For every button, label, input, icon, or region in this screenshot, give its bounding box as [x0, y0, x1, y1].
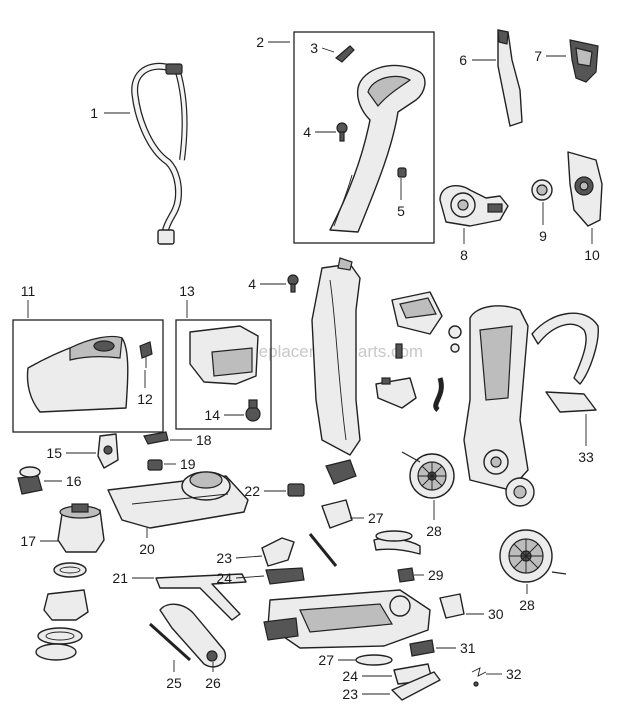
callout-26: 26 — [205, 675, 221, 691]
part-12-plug — [139, 341, 153, 368]
callout-32: 32 — [506, 666, 522, 682]
callout-13: 13 — [179, 283, 195, 299]
part-17-motor — [57, 503, 105, 553]
part-25-belt-rod — [148, 622, 192, 662]
hose-fitting-part — [433, 325, 462, 412]
callout-5: 5 — [397, 203, 405, 219]
callout-4-lower: 4 — [248, 276, 256, 292]
leader-lines — [27, 41, 593, 695]
part-33-handle-guard — [531, 312, 599, 413]
part-4-screw-upper — [336, 122, 348, 142]
callout-24-lower: 24 — [342, 668, 358, 684]
part-6-crevice-tool — [497, 29, 523, 127]
part-4-screw-lower — [287, 274, 299, 293]
callout-7: 7 — [534, 48, 542, 64]
part-27-belt-upper — [375, 530, 413, 542]
part-13-tank — [189, 325, 259, 385]
callout-21: 21 — [112, 570, 128, 586]
callout-23-upper: 23 — [216, 550, 232, 566]
part-31-clip — [409, 639, 435, 657]
callout-18: 18 — [196, 432, 212, 448]
callout-31: 31 — [460, 640, 476, 656]
part-28-wheel-upper — [409, 453, 455, 499]
center-small-parts — [308, 459, 421, 567]
part-28-wheel-frame — [505, 477, 535, 507]
callout-16: 16 — [66, 473, 82, 489]
part-32-spring — [471, 667, 487, 687]
part-21-bar — [155, 573, 247, 621]
part-18-clip — [143, 431, 169, 445]
part-23-24-upper — [261, 537, 305, 585]
part-9-ring — [531, 179, 553, 201]
callout-1: 1 — [90, 105, 98, 121]
callout-6: 6 — [459, 52, 467, 68]
callout-10: 10 — [584, 247, 600, 263]
callout-11: 11 — [21, 283, 36, 299]
callout-27-lower: 27 — [318, 652, 334, 668]
callout-28-upper: 28 — [426, 523, 442, 539]
callout-9: 9 — [539, 228, 547, 244]
part-group-box-11 — [12, 319, 164, 433]
part-27-belt-lower — [355, 654, 393, 666]
part-15-nozzle — [97, 433, 119, 469]
lower-nozzle-base — [263, 589, 431, 649]
nozzle-part — [375, 377, 417, 409]
part-30-latch — [439, 593, 465, 619]
part-29-clip — [397, 567, 415, 583]
callout-28-lower: 28 — [519, 597, 535, 613]
part-5-clip — [397, 167, 407, 178]
callout-22: 22 — [244, 483, 260, 499]
callout-labels: 1 2 3 4 5 6 7 8 9 10 11 12 13 4 14 15 16… — [20, 34, 600, 702]
seal-rings — [35, 562, 89, 661]
part-11-tank — [26, 335, 129, 413]
callout-4-upper: 4 — [303, 124, 311, 140]
callout-15: 15 — [46, 445, 62, 461]
callout-27-upper: 27 — [368, 510, 384, 526]
center-body-shell — [311, 257, 403, 456]
part-19-switch — [147, 459, 163, 471]
part-22-fitting — [287, 483, 305, 497]
part-16-coupler — [17, 466, 43, 495]
callout-2: 2 — [256, 34, 264, 50]
callout-3: 3 — [310, 40, 318, 56]
callout-29: 29 — [428, 567, 444, 583]
callout-19: 19 — [180, 456, 196, 472]
part-20-base-plate — [107, 471, 249, 529]
part-3-button — [335, 45, 355, 63]
part-10-motor-housing — [567, 151, 603, 227]
axle-pins — [401, 451, 567, 575]
part-group-box-13 — [175, 319, 272, 430]
tray-part — [391, 291, 443, 335]
callout-30: 30 — [488, 606, 504, 622]
callout-33: 33 — [578, 449, 594, 465]
part-23-lower — [391, 671, 441, 701]
callout-17: 17 — [20, 533, 36, 549]
part-28-wheel-lower — [499, 529, 553, 583]
part-2-handle — [329, 64, 426, 233]
callout-20: 20 — [139, 541, 155, 557]
part-26-brushroll — [159, 603, 227, 668]
part-1-hose — [131, 62, 188, 245]
part-14-cap — [245, 399, 261, 422]
part-8-pump-assembly — [439, 184, 509, 227]
callout-24-upper: 24 — [216, 570, 232, 586]
part-7-tool-head — [569, 39, 599, 83]
callout-25: 25 — [166, 675, 182, 691]
callout-8: 8 — [460, 247, 468, 263]
callout-14: 14 — [204, 407, 220, 423]
callout-23-lower: 23 — [342, 686, 358, 702]
part-group-box-2 — [293, 31, 435, 244]
callout-12: 12 — [137, 391, 153, 407]
main-frame — [463, 305, 529, 491]
